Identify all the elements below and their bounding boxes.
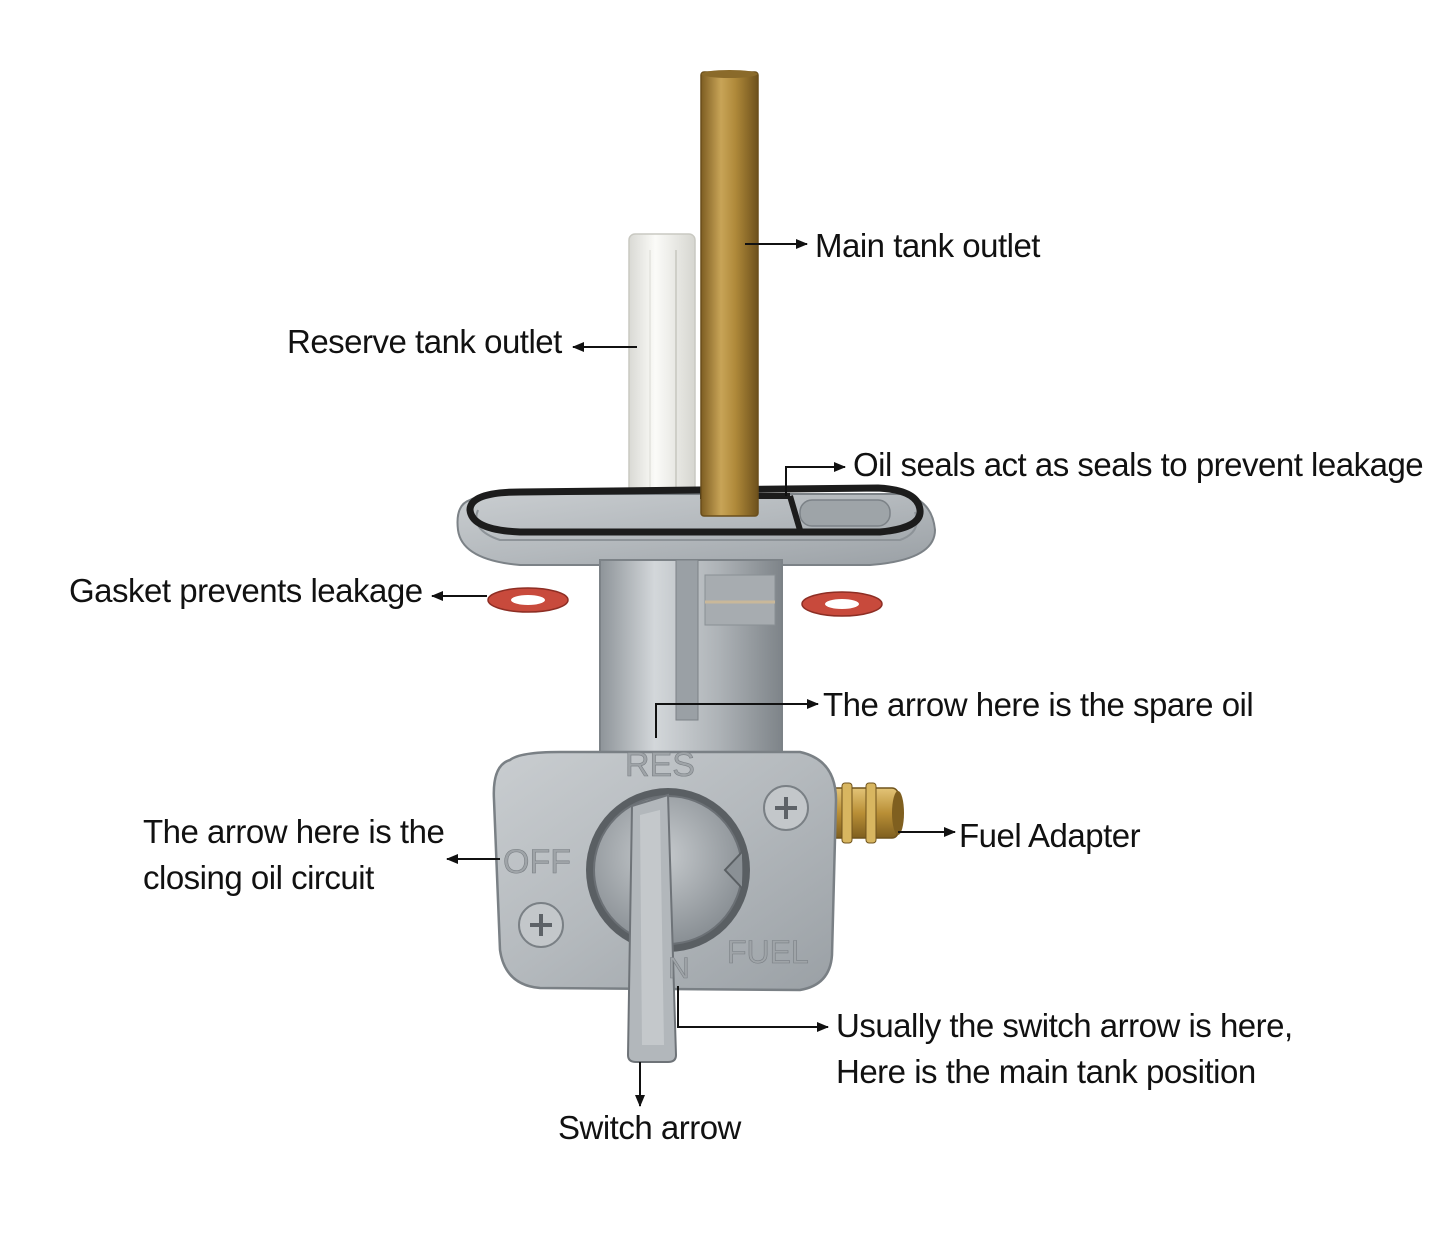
petcock-body-neck	[599, 559, 783, 761]
label-main-tank-outlet: Main tank outlet	[815, 227, 1040, 264]
label-switch-arrow: Switch arrow	[558, 1109, 741, 1146]
leader-main-tank-position	[677, 986, 829, 1032]
label-main-tank-position-line2: Here is the main tank position	[836, 1053, 1256, 1090]
label-oil-seals: Oil seals act as seals to prevent leakag…	[853, 446, 1424, 483]
label-gasket: Gasket prevents leakage	[69, 572, 423, 609]
reserve-filter	[628, 233, 696, 525]
left-fiber-gasket	[487, 587, 569, 613]
label-closing-circuit-line2: closing oil circuit	[143, 859, 374, 896]
label-closing-circuit-line1: The arrow here is the	[143, 813, 445, 850]
label-main-tank-position-line1: Usually the switch arrow is here,	[836, 1007, 1293, 1044]
marking-res: RES	[625, 746, 695, 784]
right-fiber-gasket	[801, 591, 883, 617]
leader-spare-oil	[655, 699, 819, 738]
top-right-screw	[763, 785, 809, 831]
label-fuel-adapter: Fuel Adapter	[959, 817, 1141, 854]
marking-off: OFF	[503, 843, 571, 881]
bottom-left-screw	[518, 902, 564, 948]
fuel-adapter-fitting	[827, 782, 904, 844]
label-reserve-tank-outlet: Reserve tank outlet	[287, 323, 562, 360]
marking-fuel: FUEL	[727, 934, 809, 970]
main-brass-tube	[700, 70, 759, 517]
switch-lever	[626, 793, 678, 1063]
leader-oil-seals	[785, 462, 846, 496]
marking-n: N	[668, 952, 690, 985]
label-spare-oil: The arrow here is the spare oil	[823, 686, 1254, 723]
